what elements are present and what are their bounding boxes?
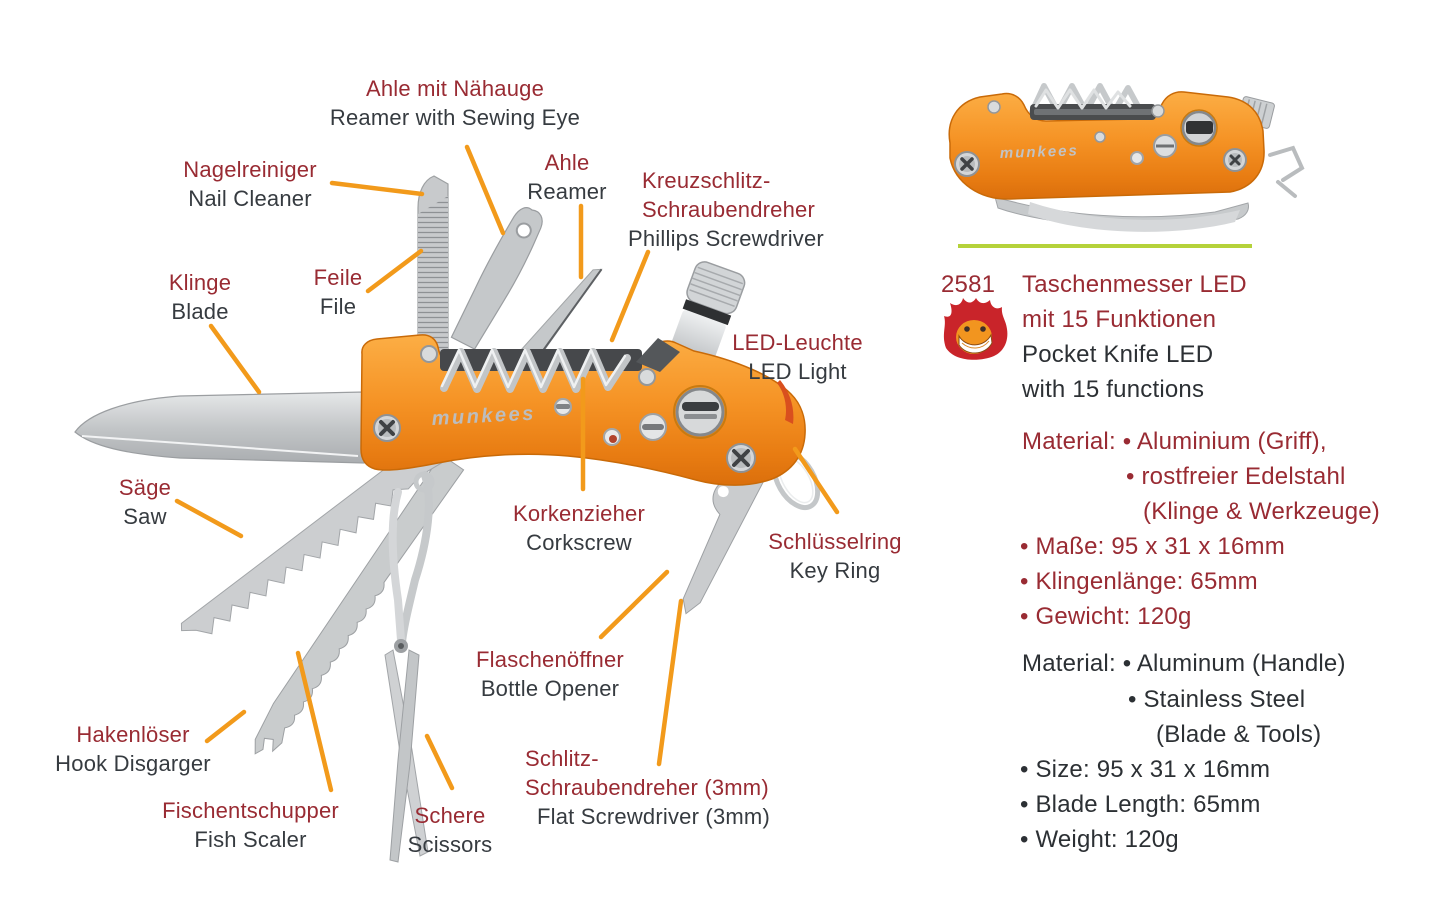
product-title-de: mit 15 Funktionen xyxy=(1022,306,1217,333)
spec-de-weight: • Gewicht: 120g xyxy=(1020,603,1192,630)
spec-en-weight: • Weight: 120g xyxy=(1020,826,1179,853)
label-de: Schlüsselring xyxy=(768,529,902,554)
label-de: Schere xyxy=(414,803,486,828)
label-fish-scaler: Fischentschupper Fish Scaler xyxy=(138,796,363,854)
label-en: Nail Cleaner xyxy=(188,186,312,211)
label-en: Reamer with Sewing Eye xyxy=(329,105,581,130)
leader-scissors xyxy=(424,733,455,791)
label-de: Flaschenöffner xyxy=(476,647,624,672)
item-number: 2581 xyxy=(941,271,996,298)
label-de: Schlitz- xyxy=(525,746,599,771)
fish-scaler-tool xyxy=(254,454,465,755)
label-de: Schraubendreher xyxy=(642,197,816,222)
label-bottle-opener: Flaschenöffner Bottle Opener xyxy=(440,645,660,703)
label-en: Corkscrew xyxy=(526,530,632,555)
label-en: Blade xyxy=(171,299,229,324)
label-led-light: LED-Leuchte LED Light xyxy=(700,328,895,386)
munkees-flame-logo-icon xyxy=(943,298,1008,360)
label-en: LED Light xyxy=(748,359,847,384)
label-phillips-screwdriver: Kreuzschlitz- Schraubendreher Phillips S… xyxy=(628,166,868,253)
label-en: Fish Scaler xyxy=(194,827,307,852)
label-en: Saw xyxy=(123,504,167,529)
leader-file xyxy=(365,248,424,294)
spec-en-blade-length: • Blade Length: 65mm xyxy=(1020,791,1261,818)
label-de: Fischentschupper xyxy=(162,798,339,823)
label-de: Schraubendreher (3mm) xyxy=(525,775,769,800)
label-de: Kreuzschlitz- xyxy=(642,168,771,193)
leader-phillips xyxy=(609,249,651,343)
handle-hardware: munkees xyxy=(373,345,756,473)
label-de: Ahle xyxy=(544,150,590,175)
label-en: Phillips Screwdriver xyxy=(628,226,824,251)
leader-saw xyxy=(174,498,244,539)
leader-key-ring xyxy=(792,446,840,515)
green-divider-line xyxy=(958,244,1252,248)
spec-de-material-2: • rostfreier Edelstahl xyxy=(1126,463,1346,490)
label-blade: Klinge Blade xyxy=(140,268,260,326)
corkscrew-tool xyxy=(440,338,680,393)
label-scissors: Schere Scissors xyxy=(385,801,515,859)
reamer-sewing-eye-tool xyxy=(450,207,543,350)
product-title-en: Pocket Knife LED xyxy=(1022,341,1214,368)
label-reamer: Ahle Reamer xyxy=(487,148,647,206)
label-en: Reamer xyxy=(527,179,607,204)
label-de: Nagelreiniger xyxy=(183,157,317,182)
label-de: LED-Leuchte xyxy=(732,330,863,355)
label-reamer-sewing-eye: Ahle mit Nähauge Reamer with Sewing Eye xyxy=(290,74,620,132)
label-en: Hook Disgarger xyxy=(55,751,211,776)
label-file: Feile File xyxy=(288,263,388,321)
spec-de-blade-length: • Klingenlänge: 65mm xyxy=(1020,568,1258,595)
leader-blade xyxy=(208,323,262,395)
spec-en-material-2: • Stainless Steel xyxy=(1128,686,1306,713)
leader-bottle-opener xyxy=(598,569,670,640)
blade-tool xyxy=(74,391,365,464)
spec-en-size: • Size: 95 x 31 x 16mm xyxy=(1020,756,1271,783)
label-corkscrew: Korkenzieher Corkscrew xyxy=(469,499,689,557)
brand-engraving-photo: munkees xyxy=(1000,142,1080,162)
label-saw: Säge Saw xyxy=(85,473,205,531)
nail-cleaner-file-tool xyxy=(417,175,449,369)
label-en: Flat Screwdriver (3mm) xyxy=(537,804,770,829)
product-title-de: Taschenmesser LED xyxy=(1022,271,1247,298)
leader-hook-disgarger xyxy=(204,709,247,744)
label-de: Klinge xyxy=(168,270,232,295)
spec-de-size: • Maße: 95 x 31 x 16mm xyxy=(1020,533,1285,560)
leader-lines xyxy=(174,144,840,793)
leader-flat-screwdriver xyxy=(656,598,684,767)
spec-de-material: Material: • Aluminium (Griff), xyxy=(1022,428,1327,455)
label-hook-disgarger: Hakenlöser Hook Disgarger xyxy=(27,720,239,778)
brand-engraving: munkees xyxy=(431,403,536,430)
label-en: Scissors xyxy=(407,832,493,857)
phillips-bit xyxy=(636,338,680,372)
leader-fish-scaler xyxy=(295,650,334,793)
spec-en-material: Material: • Aluminum (Handle) xyxy=(1022,650,1346,677)
label-key-ring: Schlüsselring Key Ring xyxy=(735,527,935,585)
leader-nail-cleaner xyxy=(329,180,425,197)
label-nail-cleaner: Nagelreiniger Nail Cleaner xyxy=(130,155,370,213)
product-title-en: with 15 functions xyxy=(1022,376,1205,403)
spec-en-material-3: (Blade & Tools) xyxy=(1156,721,1322,748)
label-de: Hakenlöser xyxy=(76,722,190,747)
label-en: Key Ring xyxy=(789,558,881,583)
label-en: Bottle Opener xyxy=(480,676,620,701)
spec-de-material-3: (Klinge & Werkzeuge) xyxy=(1143,498,1380,525)
saw-tool xyxy=(180,436,445,635)
scissors-tool xyxy=(384,471,435,863)
label-en: File xyxy=(319,294,357,319)
label-de: Säge xyxy=(118,475,172,500)
label-flat-screwdriver: Schlitz- Schraubendreher (3mm) Flat Scre… xyxy=(525,744,815,831)
product-photo-closed-knife: munkees xyxy=(948,83,1305,232)
label-de: Feile xyxy=(313,265,363,290)
label-de: Ahle mit Nähauge xyxy=(365,76,545,101)
label-de: Korkenzieher xyxy=(512,501,646,526)
leader-reamer-sewing-eye xyxy=(464,144,506,236)
